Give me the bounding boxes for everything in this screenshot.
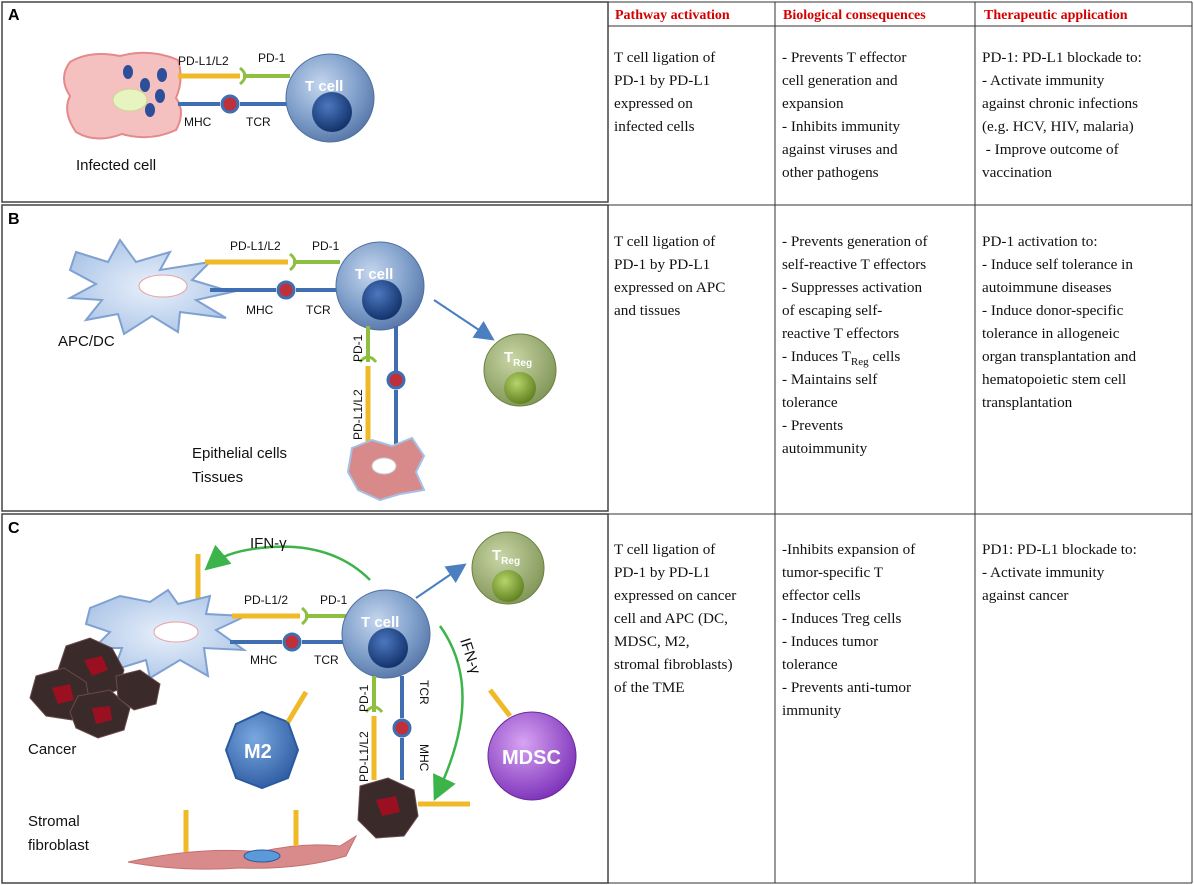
- antigen: [220, 94, 240, 114]
- stromal-fibroblast: [127, 834, 358, 870]
- infected-cell-nucleus: [112, 88, 148, 112]
- virus-particle: [123, 65, 133, 79]
- header-consequences: Biological consequences: [783, 8, 926, 23]
- label-pdl12-c: PD-L1/2: [244, 593, 288, 607]
- label-m2: M2: [244, 741, 272, 763]
- apc-nucleus: [138, 274, 188, 298]
- t-cell: [285, 53, 375, 143]
- virus-particle: [157, 68, 167, 82]
- label-mhc-b: MHC: [246, 303, 274, 317]
- label-tcr-b: TCR: [306, 303, 331, 317]
- label-infected-cell: Infected cell: [76, 157, 156, 174]
- label-stromal: Stromal: [28, 813, 80, 830]
- label-ifng-top: IFN-γ: [250, 535, 287, 552]
- label-mhc-a: MHC: [184, 115, 212, 129]
- virus-particle: [145, 103, 155, 117]
- arrow-to-treg: [433, 299, 495, 341]
- label-tcr-a: TCR: [246, 115, 271, 129]
- label-epithelial: Epithelial cells: [192, 445, 287, 462]
- treg-cell-c: [471, 531, 545, 605]
- label-mhc-vertical-c: MHC: [417, 744, 431, 772]
- label-pd1-c: PD-1: [320, 593, 348, 607]
- t-cell: [341, 589, 431, 679]
- tcell-label-c: T cell: [361, 614, 399, 631]
- ifng-arrow-right: [433, 625, 464, 802]
- panel-letter-a: A: [8, 7, 20, 24]
- panel-a-frame: [1, 1, 609, 203]
- label-pd1-b: PD-1: [312, 239, 340, 253]
- panel-b-diagram: T cell TReg PD-L1/L2 PD-1 MHC TCR PD-1 P…: [58, 238, 557, 502]
- label-tcr-c: TCR: [314, 653, 339, 667]
- table-cell-a-therapeutic: PD-1: PD-L1 blockade to:- Activate immun…: [982, 49, 1142, 181]
- label-pd1-vertical-c: PD-1: [357, 684, 371, 712]
- panel-a-diagram: T cell PD-L1/L2 PD-1 MHC TCR Infected ce…: [63, 51, 375, 174]
- panel-letter-c: C: [8, 520, 20, 537]
- arrow-to-treg-c: [415, 563, 467, 599]
- label-pdl1l2-vertical-b: PD-L1/L2: [351, 389, 365, 440]
- panel-letter-b: B: [8, 211, 20, 228]
- label-apc-dc: APC/DC: [58, 333, 115, 350]
- panel-c-frame: [1, 513, 609, 884]
- t-cell: [335, 241, 425, 331]
- label-pdl1l2-a: PD-L1/L2: [178, 54, 229, 68]
- treg-label-b: TReg: [504, 349, 532, 369]
- tcell-label-a: T cell: [305, 78, 343, 95]
- cancer-cell: [115, 669, 161, 711]
- table-grid: [608, 1, 1193, 884]
- treg-cell: [483, 333, 557, 407]
- ifng-arrow-top: [204, 544, 371, 581]
- virus-particle: [155, 89, 165, 103]
- treg-label-c: TReg: [492, 547, 520, 567]
- virus-particle: [140, 78, 150, 92]
- m2-macrophage: [224, 710, 300, 790]
- label-pd1-vertical-b: PD-1: [351, 334, 365, 362]
- panel-c-diagram: IFN-γ T cell TReg IFN-γ: [28, 531, 577, 870]
- label-mdsc: MDSC: [502, 747, 561, 769]
- header-therapeutic: Therapeutic application: [984, 8, 1128, 23]
- table-cell-b-therapeutic: PD-1 activation to:- Induce self toleran…: [982, 233, 1136, 411]
- label-pdl1l2-b: PD-L1/L2: [230, 239, 281, 253]
- label-pdl1l2-vertical-c: PD-L1/L2: [357, 731, 371, 782]
- label-tissues: Tissues: [192, 469, 243, 486]
- mdsc-cell: [487, 711, 577, 801]
- label-pd1-a: PD-1: [258, 51, 286, 65]
- header-pathway: Pathway activation: [615, 8, 730, 23]
- table-cell-c-therapeutic: PD1: PD-L1 blockade to:- Activate immuni…: [982, 541, 1137, 604]
- label-fibroblast: fibroblast: [28, 837, 90, 854]
- label-mhc-c: MHC: [250, 653, 278, 667]
- tcell-label-b: T cell: [355, 266, 393, 283]
- panel-b-frame: [1, 204, 609, 512]
- label-cancer: Cancer: [28, 741, 76, 758]
- label-tcr-vertical-c: TCR: [417, 680, 431, 705]
